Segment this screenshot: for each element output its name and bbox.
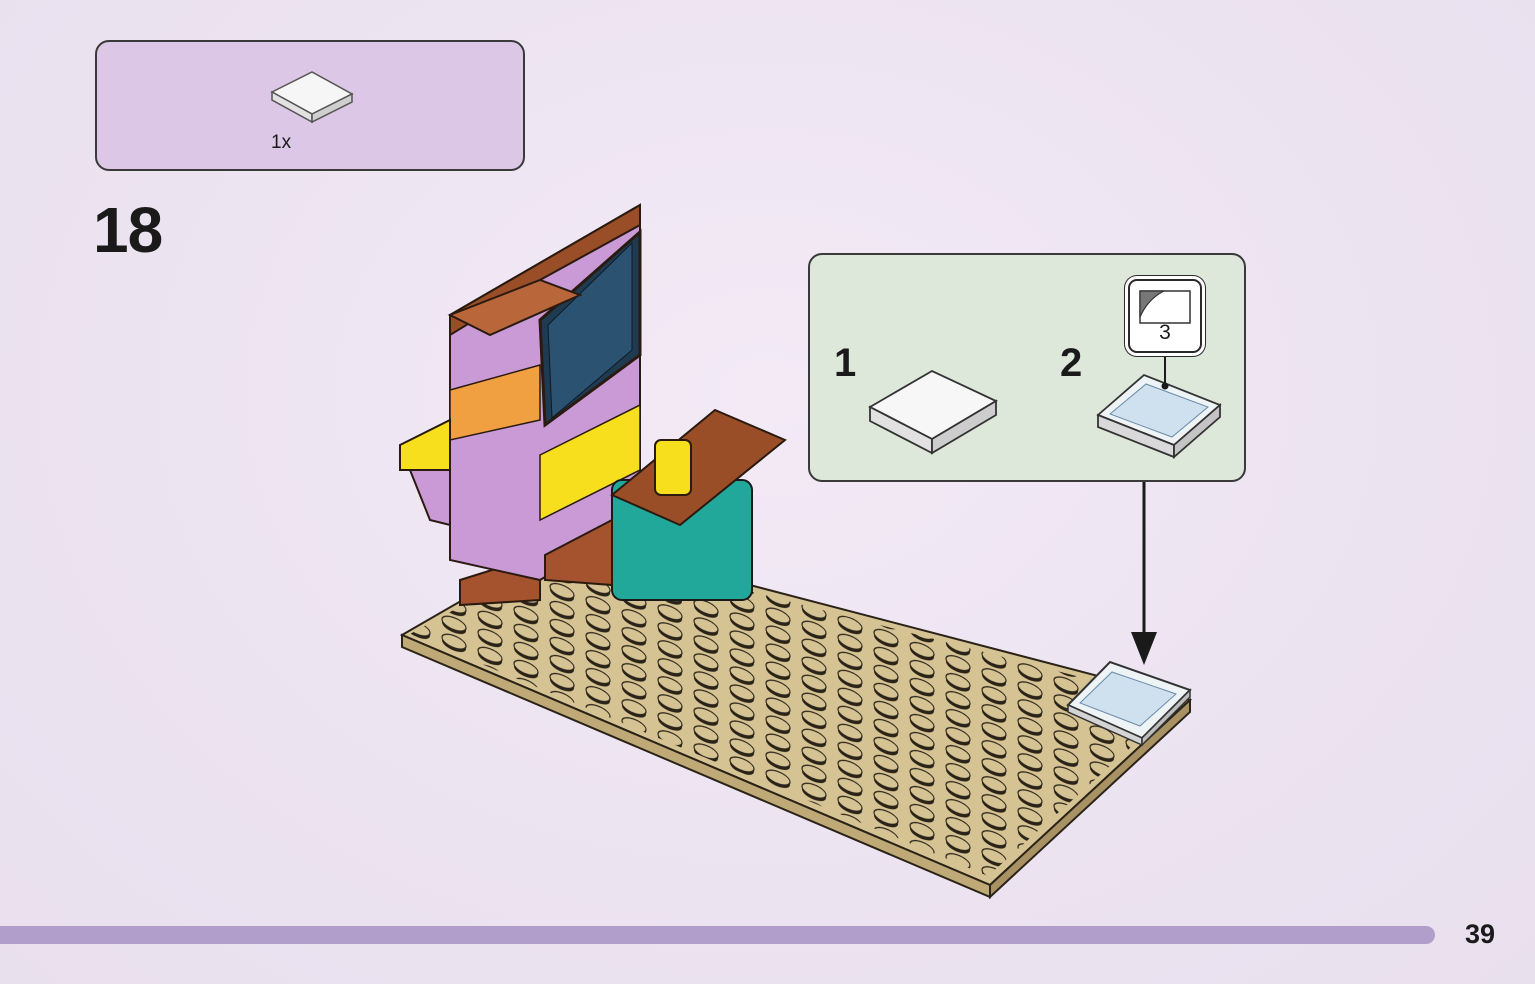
decorated-tile-icon (1096, 373, 1222, 459)
white-flat-tile-icon (868, 369, 998, 455)
page-progress-bar (0, 926, 1435, 944)
desk-assembly (544, 408, 787, 601)
substep-2-number: 2 (1060, 341, 1083, 385)
sticker-peel-icon (1139, 290, 1191, 324)
substep-1-number: 1 (834, 341, 857, 385)
white-flat-tile-icon (270, 71, 354, 124)
sticker-badge: 3 (1128, 279, 1202, 353)
baseplate (399, 536, 1193, 900)
part-quantity: 1x (271, 132, 292, 153)
placement-arrow-head (1131, 632, 1157, 665)
substep-callout: 1 2 3 (808, 253, 1246, 482)
placed-decorated-tile (1066, 660, 1192, 747)
wall-assembly (399, 203, 642, 607)
step-number: 18 (93, 194, 163, 266)
page-number: 39 (1465, 919, 1496, 949)
sticker-number: 3 (1159, 321, 1171, 344)
parts-list-box: 1x (95, 40, 525, 171)
sticker-connector-line (1161, 351, 1169, 390)
